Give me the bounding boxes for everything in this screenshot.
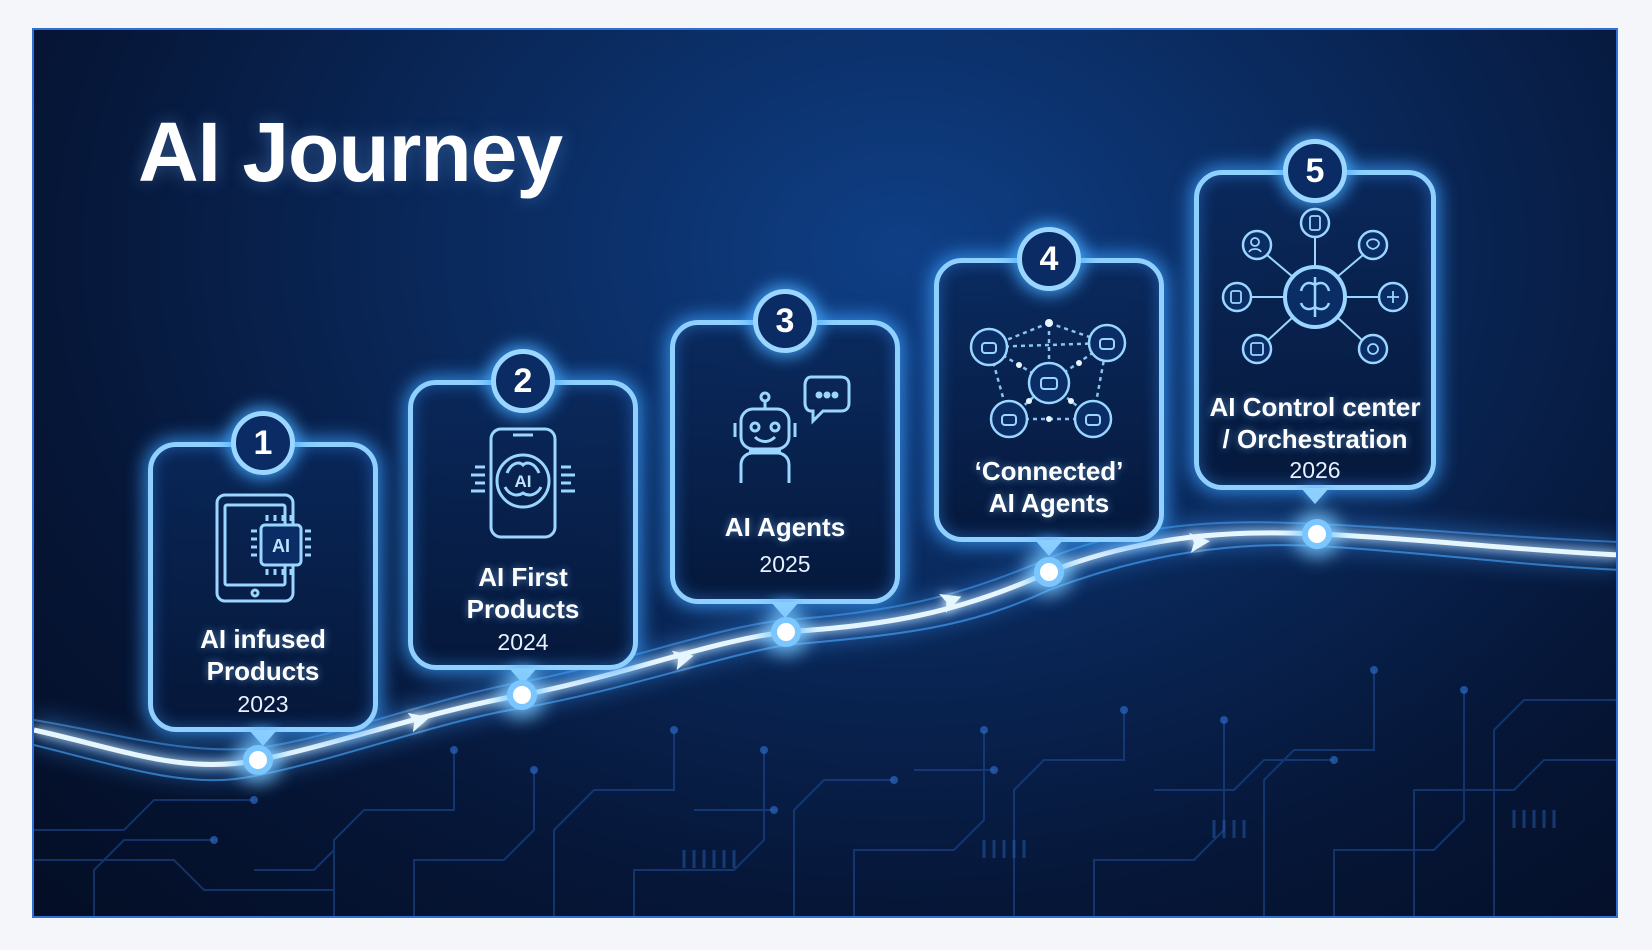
phone-ai-brain-icon: AI bbox=[413, 423, 633, 543]
step-card-3: 3 AI Agents 2025 bbox=[670, 289, 900, 604]
timeline-node-3 bbox=[771, 617, 801, 647]
step-number-badge: 4 bbox=[1017, 227, 1081, 291]
timeline-node-1 bbox=[243, 745, 273, 775]
step-label: AI First Products bbox=[466, 562, 580, 624]
timeline-node-5 bbox=[1302, 519, 1332, 549]
step-number-badge: 3 bbox=[753, 289, 817, 353]
step-card-2: 2 AI AI First Products 2024 bbox=[408, 349, 638, 670]
step-number-badge: 5 bbox=[1283, 139, 1347, 203]
robot-chat-icon bbox=[675, 371, 895, 491]
step-year: 2026 bbox=[1289, 457, 1341, 483]
brain-hub-orchestration-icon bbox=[1199, 207, 1431, 377]
step-label: AI Agents bbox=[724, 512, 846, 542]
step-year: 2025 bbox=[759, 551, 811, 577]
step-number-badge: 2 bbox=[491, 349, 555, 413]
tablet-ai-chip-icon: AI bbox=[153, 487, 373, 607]
step-card-1: 1 AI AI infused Products 2023 bbox=[148, 411, 378, 732]
step-number-badge: 1 bbox=[231, 411, 295, 475]
step-card-4: 4 ‘Conn bbox=[934, 227, 1164, 542]
step-year: 2023 bbox=[237, 691, 289, 717]
step-label: AI infused Products bbox=[200, 624, 326, 686]
agent-network-icon bbox=[939, 303, 1159, 443]
slide: AI Journey 1 AI AI infused Products 2023… bbox=[32, 28, 1618, 918]
timeline-node-4 bbox=[1034, 557, 1064, 587]
chip-text: AI bbox=[515, 472, 532, 491]
timeline-node-2 bbox=[507, 680, 537, 710]
step-year: 2024 bbox=[497, 629, 549, 655]
step-label: AI Control center / Orchestration bbox=[1209, 392, 1421, 454]
step-card-5: 5 bbox=[1194, 139, 1436, 490]
page-title: AI Journey bbox=[138, 105, 563, 199]
step-label: ‘Connected’ AI Agents bbox=[974, 456, 1124, 518]
chip-text: AI bbox=[272, 536, 290, 556]
